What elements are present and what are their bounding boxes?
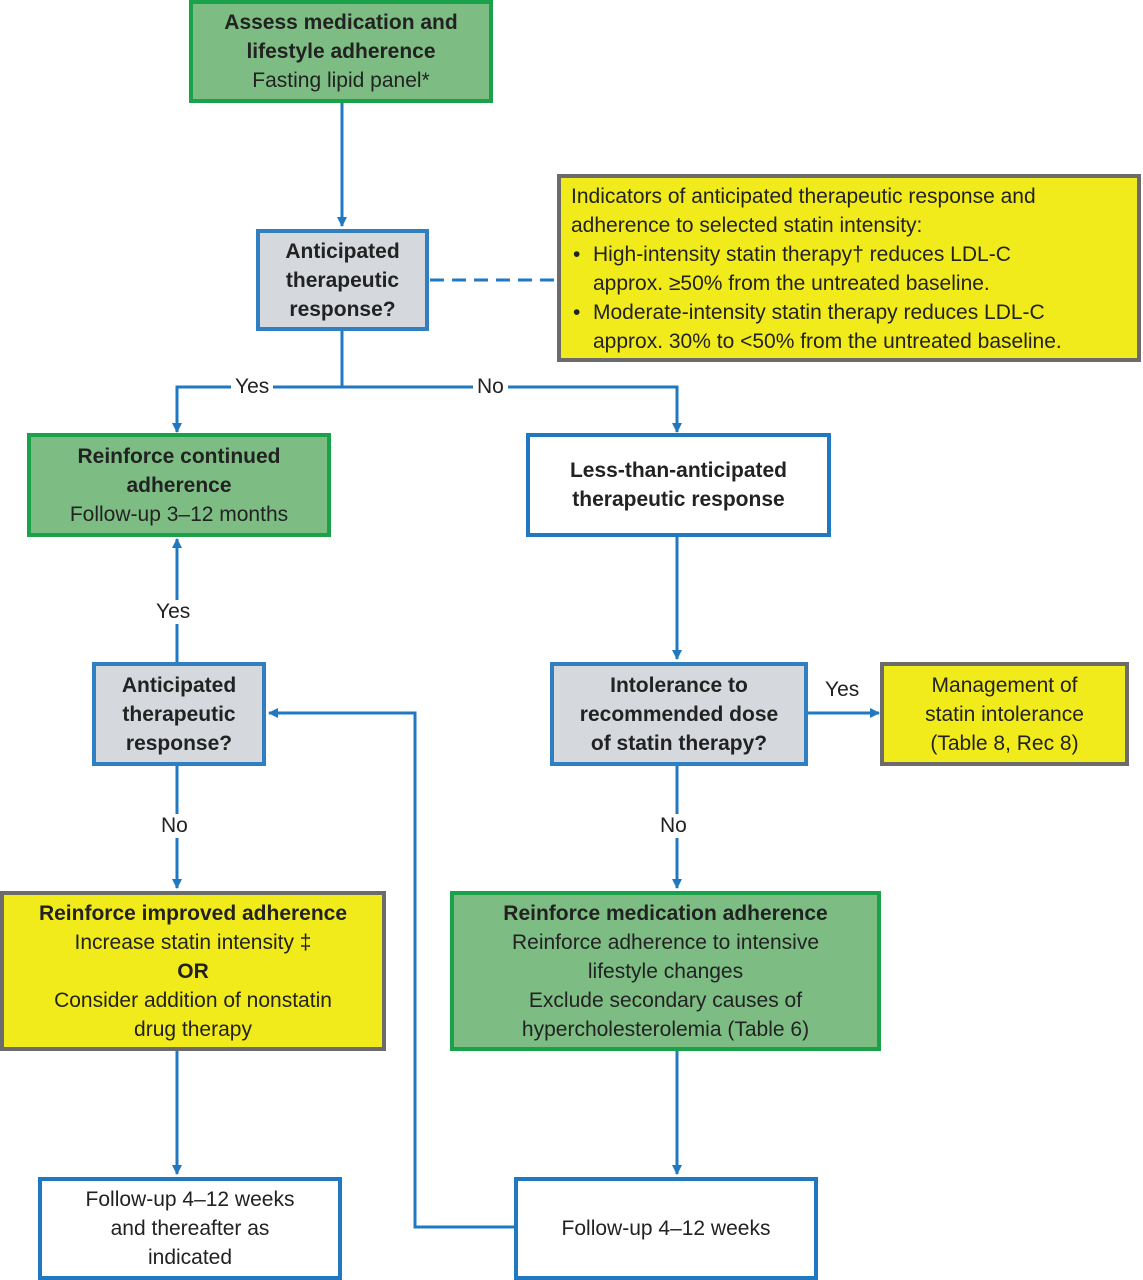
management-line-3: (Table 8, Rec 8) bbox=[930, 731, 1079, 755]
indicators-bullet-high-line-2: approx. ≥50% from the untreated baseline… bbox=[593, 272, 990, 295]
assess-adherence-box: Assess medication and lifestyle adherenc… bbox=[189, 0, 493, 103]
indicators-bullet-moderate-line-2: approx. 30% to <50% from the untreated b… bbox=[593, 330, 1062, 353]
followup-right-line-1: Follow-up 4–12 weeks bbox=[561, 1217, 771, 1240]
management-line-1: Management of bbox=[931, 673, 1078, 697]
intolerance-line-1: Intolerance to bbox=[610, 673, 748, 697]
assess-title-line-1: Assess medication and bbox=[224, 11, 458, 34]
anticipated-top-line-2: therapeutic bbox=[285, 268, 400, 292]
less-than-line-1: Less-than-anticipated bbox=[569, 459, 788, 482]
edge-label-yes-up: Yes bbox=[152, 600, 195, 624]
edge-label-yes-left: Yes bbox=[231, 375, 274, 399]
bullet-marker: • bbox=[573, 243, 581, 266]
indicators-bullet-high-line-1: High-intensity statin therapy† reduces L… bbox=[593, 243, 1011, 266]
reinforce-improved-body2-line-2: drug therapy bbox=[134, 1017, 252, 1041]
indicators-intro-line-2: adherence to selected statin intensity: bbox=[571, 214, 923, 237]
intolerance-decision-box: Intolerance to recommended dose of stati… bbox=[550, 662, 808, 766]
reinforce-improved-title: Reinforce improved adherence bbox=[38, 901, 348, 925]
arrow-followup-to-anticipated-bottom bbox=[268, 708, 514, 1229]
assess-body-line-1: Fasting lipid panel* bbox=[252, 69, 430, 92]
reinforce-continued-title-line-2: adherence bbox=[126, 473, 232, 497]
reinforce-medication-body-line-2: lifestyle changes bbox=[587, 959, 744, 983]
management-statin-intolerance-box: Management of statin intolerance (Table … bbox=[880, 662, 1129, 766]
intolerance-line-2: recommended dose bbox=[579, 702, 779, 726]
arrow-yes-to-reinforce-continued bbox=[172, 385, 342, 433]
reinforce-improved-box: Reinforce improved adherence Increase st… bbox=[0, 891, 386, 1051]
anticipated-top-line-3: response? bbox=[289, 297, 396, 321]
less-than-line-2: therapeutic response bbox=[572, 488, 785, 511]
reinforce-medication-title: Reinforce medication adherence bbox=[503, 901, 828, 925]
anticipated-bottom-line-1: Anticipated bbox=[121, 673, 237, 697]
reinforce-continued-body-line-1: Follow-up 3–12 months bbox=[69, 502, 289, 526]
reinforce-improved-or: OR bbox=[177, 959, 209, 983]
indicators-bullet-high: • High-intensity statin therapy† reduces… bbox=[571, 240, 1129, 298]
followup-left-box: Follow-up 4–12 weeks and thereafter as i… bbox=[38, 1177, 342, 1280]
reinforce-medication-body-line-3: Exclude secondary causes of bbox=[528, 988, 803, 1012]
anticipated-response-decision-top: Anticipated therapeutic response? bbox=[256, 229, 429, 331]
indicators-bullet-moderate: • Moderate-intensity statin therapy redu… bbox=[571, 298, 1129, 356]
arrow-no-to-less-than bbox=[342, 385, 682, 433]
anticipated-bottom-line-3: response? bbox=[125, 731, 233, 755]
indicators-note-box: Indicators of anticipated therapeutic re… bbox=[557, 174, 1141, 362]
followup-left-line-2: and thereafter as bbox=[110, 1217, 270, 1240]
reinforce-continued-box: Reinforce continued adherence Follow-up … bbox=[27, 433, 331, 537]
followup-right-box: Follow-up 4–12 weeks bbox=[514, 1177, 818, 1280]
reinforce-medication-body-line-4: hypercholesterolemia (Table 6) bbox=[521, 1017, 810, 1041]
management-line-2: statin intolerance bbox=[925, 702, 1084, 726]
reinforce-improved-body-line-1: Increase statin intensity ‡ bbox=[74, 930, 312, 954]
edge-label-no-left-down: No bbox=[157, 814, 192, 838]
reinforce-medication-body-line-1: Reinforce adherence to intensive bbox=[511, 930, 820, 954]
intolerance-line-3: of statin therapy? bbox=[590, 731, 768, 755]
anticipated-top-line-1: Anticipated bbox=[285, 239, 400, 263]
followup-left-line-3: indicated bbox=[147, 1246, 233, 1269]
edge-label-no-right: No bbox=[473, 375, 508, 399]
indicators-bullet-list: • High-intensity statin therapy† reduces… bbox=[571, 240, 1129, 356]
bullet-marker: • bbox=[573, 301, 581, 324]
reinforce-improved-body2-line-1: Consider addition of nonstatin bbox=[54, 988, 332, 1012]
anticipated-response-decision-bottom: Anticipated therapeutic response? bbox=[92, 662, 266, 766]
followup-left-line-1: Follow-up 4–12 weeks bbox=[85, 1188, 295, 1211]
assess-title-line-2: lifestyle adherence bbox=[246, 40, 436, 63]
indicators-bullet-moderate-line-1: Moderate-intensity statin therapy reduce… bbox=[593, 301, 1045, 324]
indicators-intro-line-1: Indicators of anticipated therapeutic re… bbox=[571, 185, 1036, 208]
reinforce-continued-title-line-1: Reinforce continued bbox=[77, 444, 281, 468]
edge-label-no-right-down: No bbox=[656, 814, 691, 838]
edge-label-yes-intolerance: Yes bbox=[825, 678, 860, 701]
anticipated-bottom-line-2: therapeutic bbox=[122, 702, 236, 726]
reinforce-medication-box: Reinforce medication adherence Reinforce… bbox=[450, 891, 881, 1051]
less-than-anticipated-box: Less-than-anticipated therapeutic respon… bbox=[526, 433, 831, 537]
